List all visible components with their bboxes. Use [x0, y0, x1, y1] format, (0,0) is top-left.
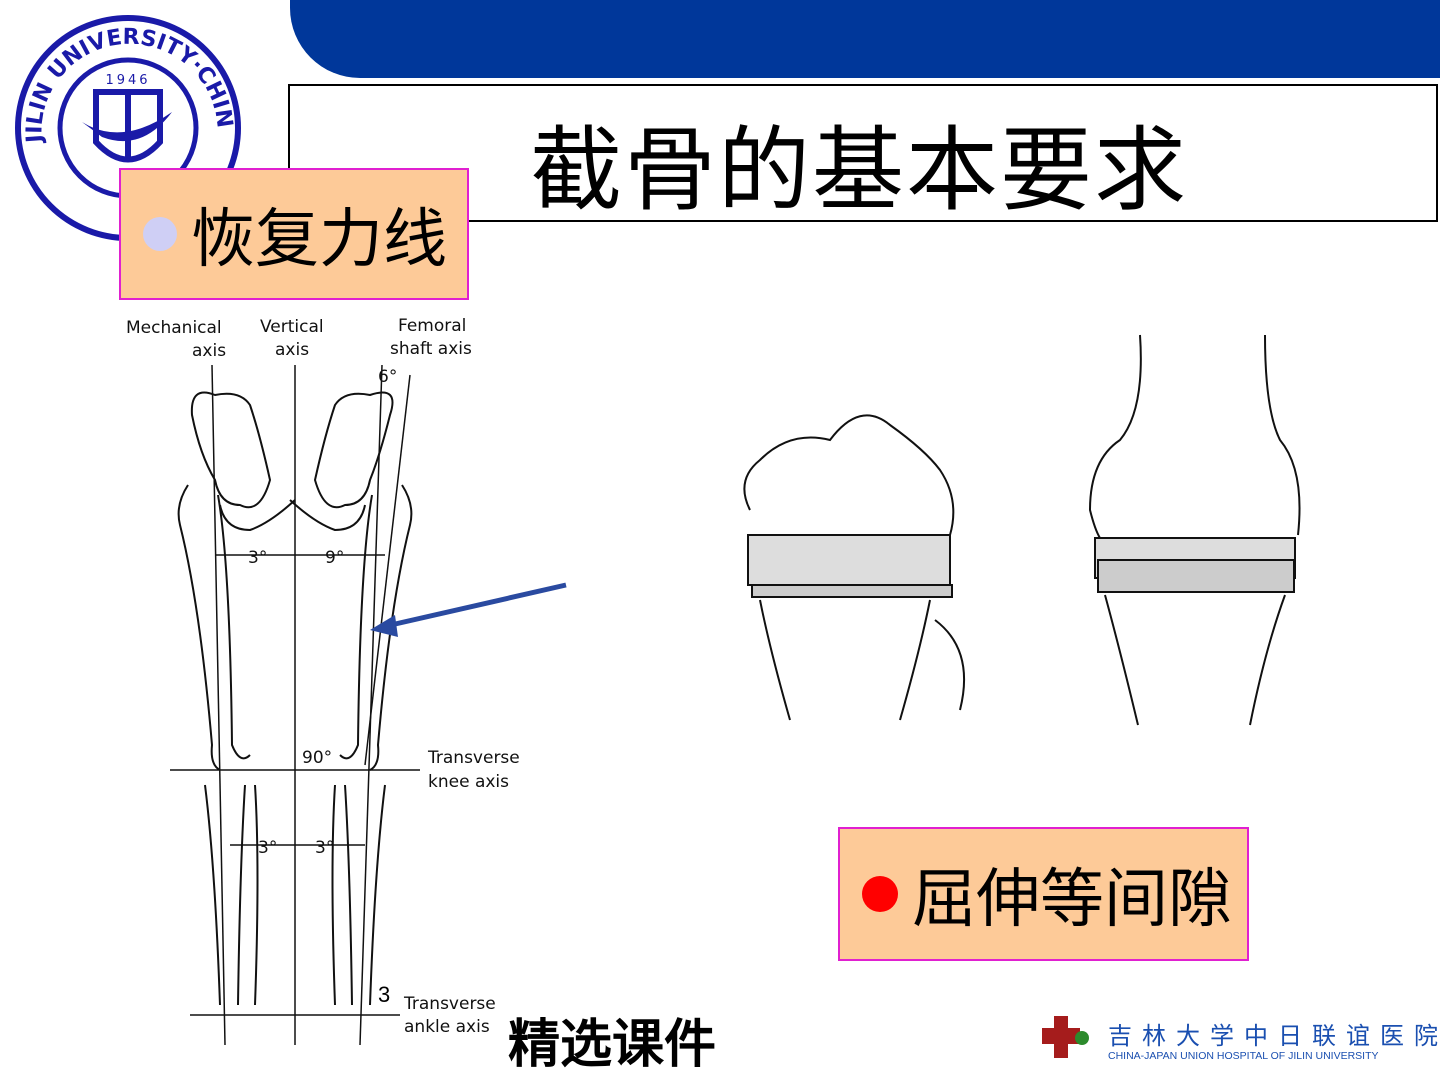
hospital-logo: 吉林大学中日联谊医院 CHINA-JAPAN UNION HOSPITAL OF… [1040, 1012, 1440, 1070]
svg-text:ankle axis: ankle axis [404, 1017, 490, 1037]
flexion-knee-drawing [743, 414, 966, 721]
svg-text:3°: 3° [248, 548, 267, 568]
svg-text:3°: 3° [315, 838, 334, 858]
svg-text:90°: 90° [302, 748, 332, 768]
svg-text:9°: 9° [325, 548, 344, 568]
bullet-icon [862, 876, 898, 912]
svg-text:6°: 6° [378, 367, 397, 387]
top-banner [290, 0, 1440, 78]
svg-text:knee axis: knee axis [428, 772, 509, 792]
extension-knee-drawing [1088, 334, 1301, 726]
svg-text:axis: axis [192, 341, 226, 361]
svg-text:Femoral: Femoral [398, 316, 466, 336]
slide-title: 截骨的基本要求 [530, 117, 1189, 224]
svg-text:shaft axis: shaft axis [390, 339, 472, 359]
svg-text:Mechanical: Mechanical [126, 318, 222, 338]
callout-restore-alignment: 恢复力线 [119, 168, 469, 300]
callout-equal-gaps: 屈伸等间隙 [838, 827, 1249, 961]
footer-label: 精选课件 [508, 1015, 717, 1075]
hospital-cross-icon [1042, 1016, 1089, 1058]
svg-text:Transverse: Transverse [403, 994, 496, 1014]
svg-text:Transverse: Transverse [427, 748, 520, 768]
callout-text: 恢复力线 [191, 203, 447, 277]
svg-text:1946: 1946 [105, 73, 150, 88]
title-frame [288, 84, 1438, 222]
svg-text:axis: axis [275, 340, 309, 360]
page-number: 3 [378, 982, 391, 1007]
knee-osteotomy-illustrations [743, 334, 1301, 726]
bullet-icon [143, 217, 177, 251]
hospital-name-en: CHINA-JAPAN UNION HOSPITAL OF JILIN UNIV… [1108, 1050, 1379, 1062]
svg-text:Vertical: Vertical [260, 317, 324, 337]
lower-limb-axis-diagram: Mechanical axis Vertical axis Femoral sh… [126, 316, 567, 1046]
svg-text:3°: 3° [258, 838, 277, 858]
callout-text: 屈伸等间隙 [912, 863, 1232, 937]
hospital-name-cn: 吉林大学中日联谊医院 [1108, 1022, 1440, 1050]
